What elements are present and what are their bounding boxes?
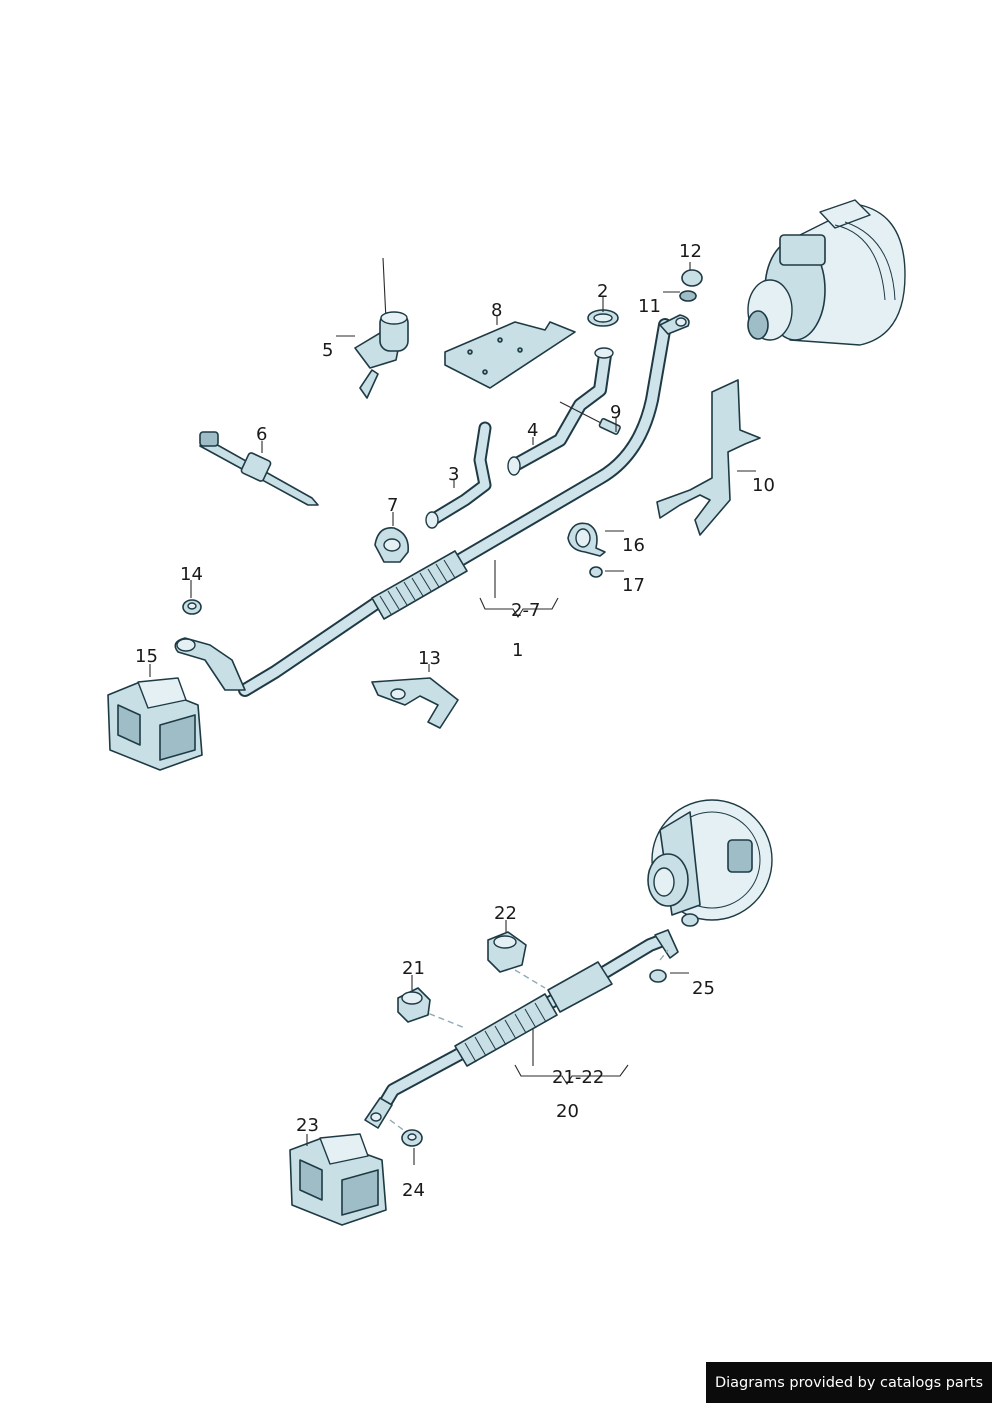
corrugation-ribs <box>379 559 456 615</box>
part-2-clip <box>587 309 619 327</box>
part-12-cap <box>679 269 703 302</box>
callout-11: 11 <box>638 296 661 317</box>
starter-motor <box>747 199 906 346</box>
part-25-nut <box>649 969 667 983</box>
callout-7: 7 <box>387 495 398 516</box>
callout-17: 17 <box>622 575 645 596</box>
part-17-nut <box>589 566 603 578</box>
part-8-plate <box>444 321 576 389</box>
callout-15: 15 <box>135 646 158 667</box>
part-9-bolt <box>559 401 621 435</box>
footer-text: Diagrams provided by catalogs parts <box>714 1374 984 1391</box>
part-23-fuse-box <box>289 1133 387 1226</box>
callout-2: 2 <box>597 281 608 302</box>
part-15-fuse-box <box>107 677 203 771</box>
part-4-pipe <box>507 347 614 476</box>
callout-4: 4 <box>527 420 538 441</box>
cable-20 <box>364 929 679 1136</box>
callout-9: 9 <box>610 402 621 423</box>
callout-24: 24 <box>402 1180 425 1201</box>
callout-25: 25 <box>692 978 715 999</box>
callout-3: 3 <box>448 464 459 485</box>
callout-8: 8 <box>491 300 502 321</box>
part-5-sensor <box>354 257 409 399</box>
cable-1 <box>174 314 690 697</box>
leader-lines <box>149 262 756 1165</box>
part-14-nut <box>182 599 202 615</box>
callout-13: 13 <box>418 648 441 669</box>
callout-22: 22 <box>494 903 517 924</box>
callout-14: 14 <box>180 564 203 585</box>
callout-21: 21 <box>402 958 425 979</box>
footer-banner: Diagrams provided by catalogs parts <box>706 1362 992 1403</box>
part-6-tie <box>199 431 319 506</box>
callout-labels: 12 2 11 8 5 9 4 6 3 10 7 16 14 17 2-7 1 … <box>135 241 775 1201</box>
part-7-holder <box>374 527 410 563</box>
callout-1: 1 <box>512 640 523 661</box>
part-24-nut <box>401 1129 423 1147</box>
callout-5: 5 <box>322 340 333 361</box>
part-16-clamp <box>567 522 606 557</box>
callout-16: 16 <box>622 535 645 556</box>
callout-bracket-1: 2-7 <box>511 600 540 621</box>
part-13-bracket <box>371 677 459 729</box>
part-21-holder <box>397 987 431 1023</box>
callout-6: 6 <box>256 424 267 445</box>
callout-bracket-20: 21-22 <box>552 1067 604 1088</box>
part-10-bracket <box>656 379 761 536</box>
alternator <box>647 799 773 927</box>
callout-10: 10 <box>752 475 775 496</box>
callout-23: 23 <box>296 1115 319 1136</box>
part-22-holder <box>487 931 527 973</box>
callout-20: 20 <box>556 1101 579 1122</box>
part-3-pipe <box>425 421 492 529</box>
corrugation-ribs-20 <box>464 1002 547 1063</box>
callout-12: 12 <box>679 241 702 262</box>
